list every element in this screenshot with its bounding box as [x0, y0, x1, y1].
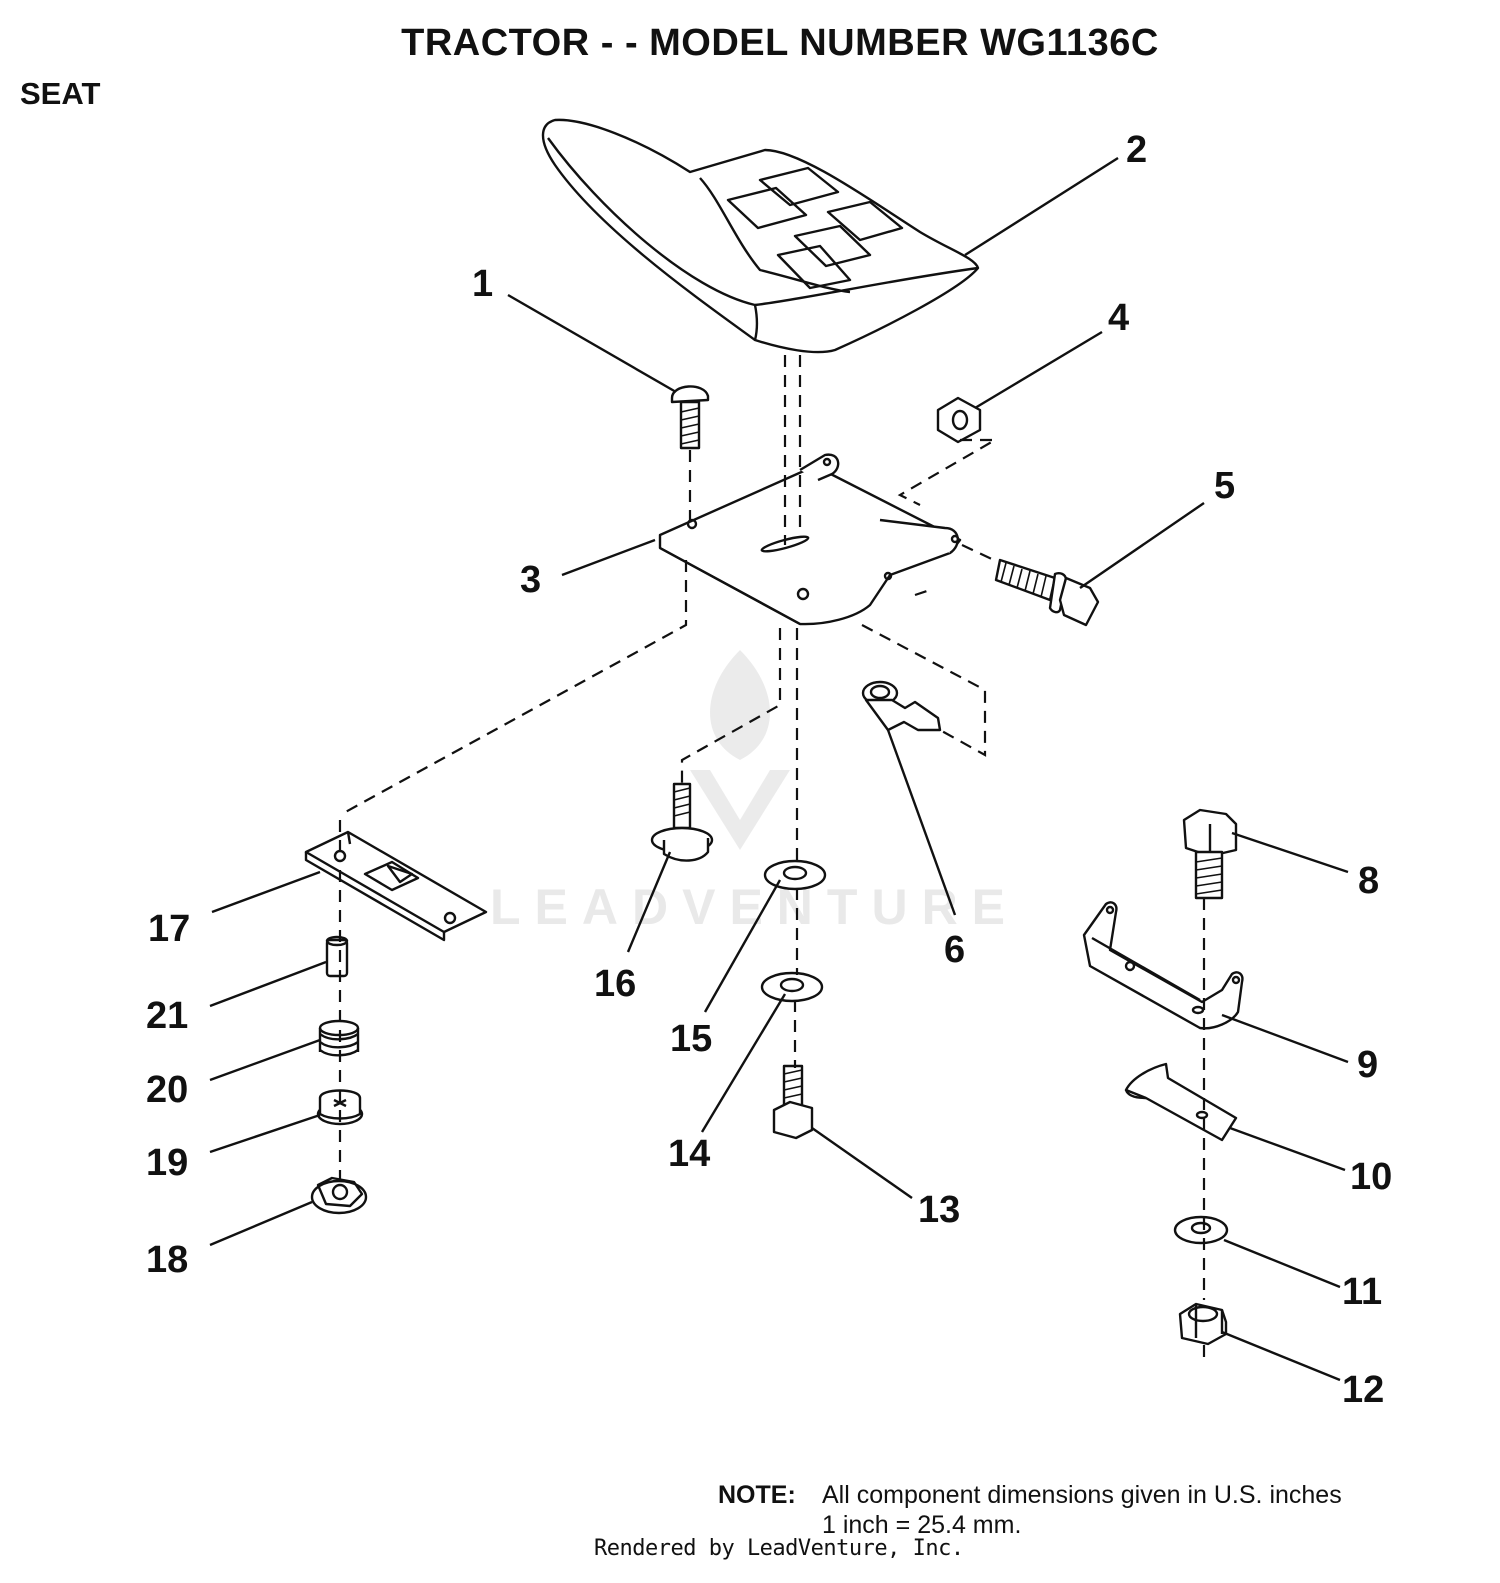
callout-13: 13 — [918, 1189, 960, 1231]
callout-17: 17 — [148, 908, 190, 950]
callout-3: 3 — [520, 559, 541, 601]
hex-nut-part — [936, 396, 982, 444]
hex-bolt-13-part — [772, 1064, 814, 1140]
callout-11: 11 — [1342, 1271, 1382, 1313]
lock-nut-part — [1178, 1302, 1228, 1346]
bracket-9-part — [1082, 901, 1244, 1030]
rendered-by-footer: Rendered by LeadVenture, Inc. — [594, 1536, 964, 1561]
washer-11-part — [1173, 1215, 1229, 1245]
shoulder-bolt-part — [650, 782, 714, 862]
flange-nut-18-part — [310, 1176, 368, 1215]
pin-part — [325, 935, 349, 978]
clip-plate-part — [1124, 1062, 1238, 1142]
carriage-bolt-part — [670, 385, 710, 450]
seat-pan-part — [658, 453, 962, 626]
callout-4: 4 — [1108, 297, 1129, 339]
callout-5: 5 — [1214, 465, 1235, 507]
hex-bolt-8-part — [1182, 808, 1238, 900]
callout-numbers: 1 2 3 4 5 6 8 9 10 11 12 13 14 15 16 17 … — [146, 129, 1392, 1411]
callout-10: 10 — [1350, 1156, 1392, 1198]
callout-6: 6 — [944, 929, 965, 971]
callout-2: 2 — [1126, 129, 1147, 171]
callout-14: 14 — [668, 1133, 710, 1175]
note-line-1: All component dimensions given in U.S. i… — [822, 1481, 1342, 1509]
plate-17-part — [304, 830, 488, 942]
page-title: TRACTOR - - MODEL NUMBER WG1136C — [401, 22, 1159, 64]
note-label: NOTE: — [718, 1481, 796, 1509]
callout-9: 9 — [1357, 1044, 1378, 1086]
callout-8: 8 — [1358, 860, 1379, 902]
watermark-text: LEADVENTURE — [490, 879, 1020, 935]
note-line-2: 1 inch = 25.4 mm. — [822, 1511, 1022, 1539]
callout-16: 16 — [594, 963, 636, 1005]
callout-18: 18 — [146, 1239, 188, 1281]
washer-14-part — [760, 971, 824, 1003]
callout-15: 15 — [670, 1018, 712, 1060]
seat-part — [541, 118, 980, 354]
clip-part — [861, 680, 942, 732]
callout-20: 20 — [146, 1069, 188, 1111]
section-label: SEAT — [20, 76, 101, 111]
leader-lines — [209, 156, 1349, 1382]
callout-12: 12 — [1342, 1369, 1384, 1411]
watermark-logo — [690, 650, 790, 850]
dimensions-note: NOTE: All component dimensions given in U… — [718, 1480, 1342, 1540]
flange-bolt-part — [994, 558, 1100, 627]
assembly-lines — [338, 355, 1206, 1365]
callout-19: 19 — [146, 1142, 188, 1184]
callout-21: 21 — [146, 995, 188, 1037]
washer-15-part — [763, 859, 827, 891]
callout-1: 1 — [472, 263, 493, 305]
